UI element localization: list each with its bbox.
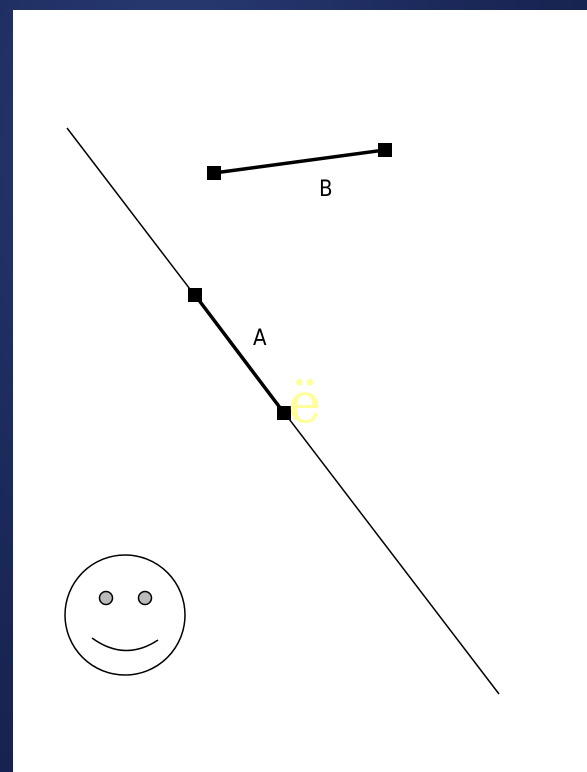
face-outline [64,554,186,676]
right-eye [137,590,153,606]
smiley-face-icon[interactable] [64,554,186,676]
smile [91,637,159,652]
segment-b[interactable] [213,148,386,175]
segment-b-endpoint-end[interactable] [378,143,392,157]
segment-a-endpoint-end[interactable] [277,406,291,420]
yellow-glyph: ë [288,371,321,436]
geometry-diagram: A B ë [64,127,500,695]
segment-b-label: B [319,177,333,202]
segment-a-endpoint-start[interactable] [188,288,202,302]
segment-a-label: A [253,326,267,351]
left-eye [98,590,114,606]
segment-b-endpoint-start[interactable] [207,166,221,180]
segment-a[interactable] [193,293,286,415]
slide-canvas: A B ë [13,10,587,772]
